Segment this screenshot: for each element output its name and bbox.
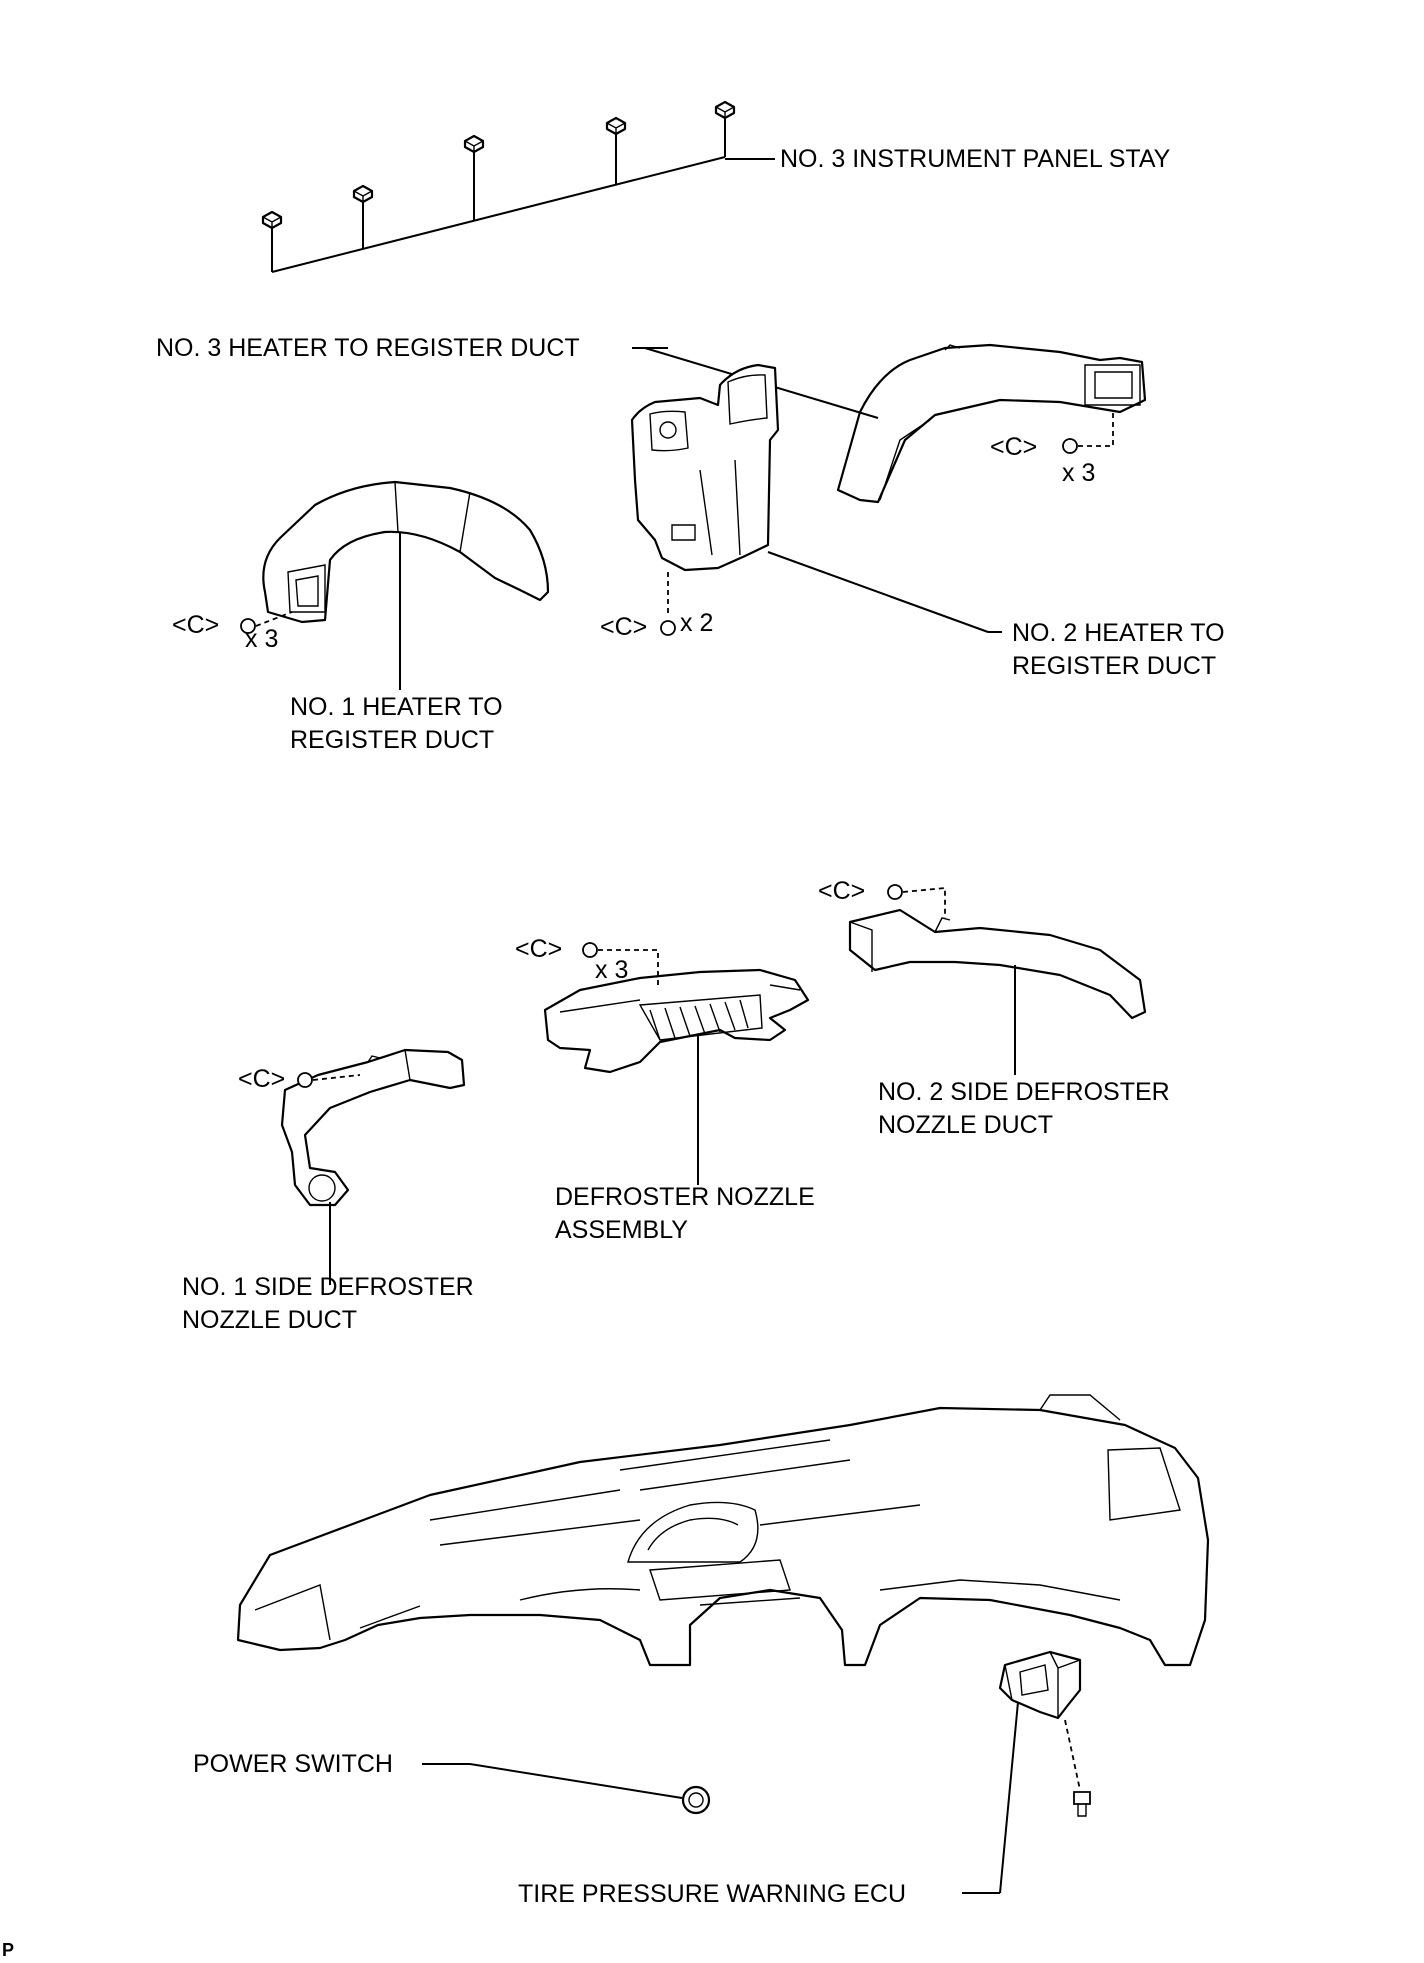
nozzle-assembly-bolt-icon (582, 942, 659, 985)
no3-heater-register-duct (836, 343, 1147, 504)
fastener-c-no2-side-duct: <C> (818, 877, 866, 905)
label-defroster-nozzle-assembly-line2: ASSEMBLY (555, 1216, 688, 1244)
no3-duct-bolt-icon (1062, 410, 1114, 454)
fastener-c-no2-duct: <C> (600, 613, 648, 641)
label-tire-pressure-warning-ecu: TIRE PRESSURE WARNING ECU (518, 1880, 907, 1908)
label-no1-heater-register-duct-line1: NO. 1 HEATER TO (290, 693, 503, 721)
no1-heater-register-duct (262, 480, 550, 624)
fastener-qty-no1-duct: x 3 (245, 625, 279, 653)
no1-side-duct-bolt-icon (297, 1072, 361, 1088)
power-switch-part (681, 1785, 711, 1815)
tpms-ecu-leader (999, 1701, 1019, 1894)
fastener-c-no1-side-duct: <C> (238, 1065, 286, 1093)
fastener-c-no1-duct: <C> (172, 611, 220, 639)
fastener-c-no3-duct: <C> (990, 433, 1038, 461)
label-no1-heater-register-duct-line2: REGISTER DUCT (290, 726, 495, 754)
label-no2-heater-register-duct-line2: REGISTER DUCT (1012, 652, 1217, 680)
no2-side-duct-bolt-icon (887, 884, 946, 918)
label-no2-heater-register-duct-line1: NO. 2 HEATER TO (1012, 619, 1225, 647)
label-no3-instrument-panel-stay: NO. 3 INSTRUMENT PANEL STAY (780, 145, 1171, 173)
fastener-c-nozzle-assembly: <C> (515, 935, 563, 963)
no2-heater-register-duct (630, 363, 780, 572)
fastener-qty-no3-duct: x 3 (1062, 459, 1096, 487)
label-defroster-nozzle-assembly-line1: DEFROSTER NOZZLE (555, 1183, 815, 1211)
instrument-panel-stay (261, 100, 775, 273)
no1-duct-bolt-icon (240, 611, 293, 634)
label-no1-side-defroster-duct-line2: NOZZLE DUCT (182, 1306, 357, 1334)
label-no2-side-defroster-duct-line2: NOZZLE DUCT (878, 1111, 1053, 1139)
no1-side-defroster-duct (280, 1048, 466, 1207)
label-no2-side-defroster-duct-line1: NO. 2 SIDE DEFROSTER (878, 1078, 1170, 1106)
power-switch-leader (469, 1763, 683, 1799)
tire-pressure-ecu-part (998, 1650, 1091, 1817)
label-no1-side-defroster-duct-line1: NO. 1 SIDE DEFROSTER (182, 1273, 474, 1301)
fastener-qty-nozzle-assembly: x 3 (595, 956, 629, 984)
no2-side-defroster-duct (848, 908, 1147, 1020)
defroster-nozzle-assembly (543, 968, 810, 1074)
label-power-switch: POWER SWITCH (193, 1750, 393, 1778)
instrument-panel-assembly (236, 1394, 1210, 1667)
fastener-qty-no2-duct: x 2 (680, 609, 714, 637)
corner-mark: P (2, 1940, 15, 1960)
no2-duct-leader (767, 551, 989, 633)
label-no3-heater-register-duct: NO. 3 HEATER TO REGISTER DUCT (156, 334, 580, 362)
no2-duct-bolt-icon (660, 572, 676, 636)
